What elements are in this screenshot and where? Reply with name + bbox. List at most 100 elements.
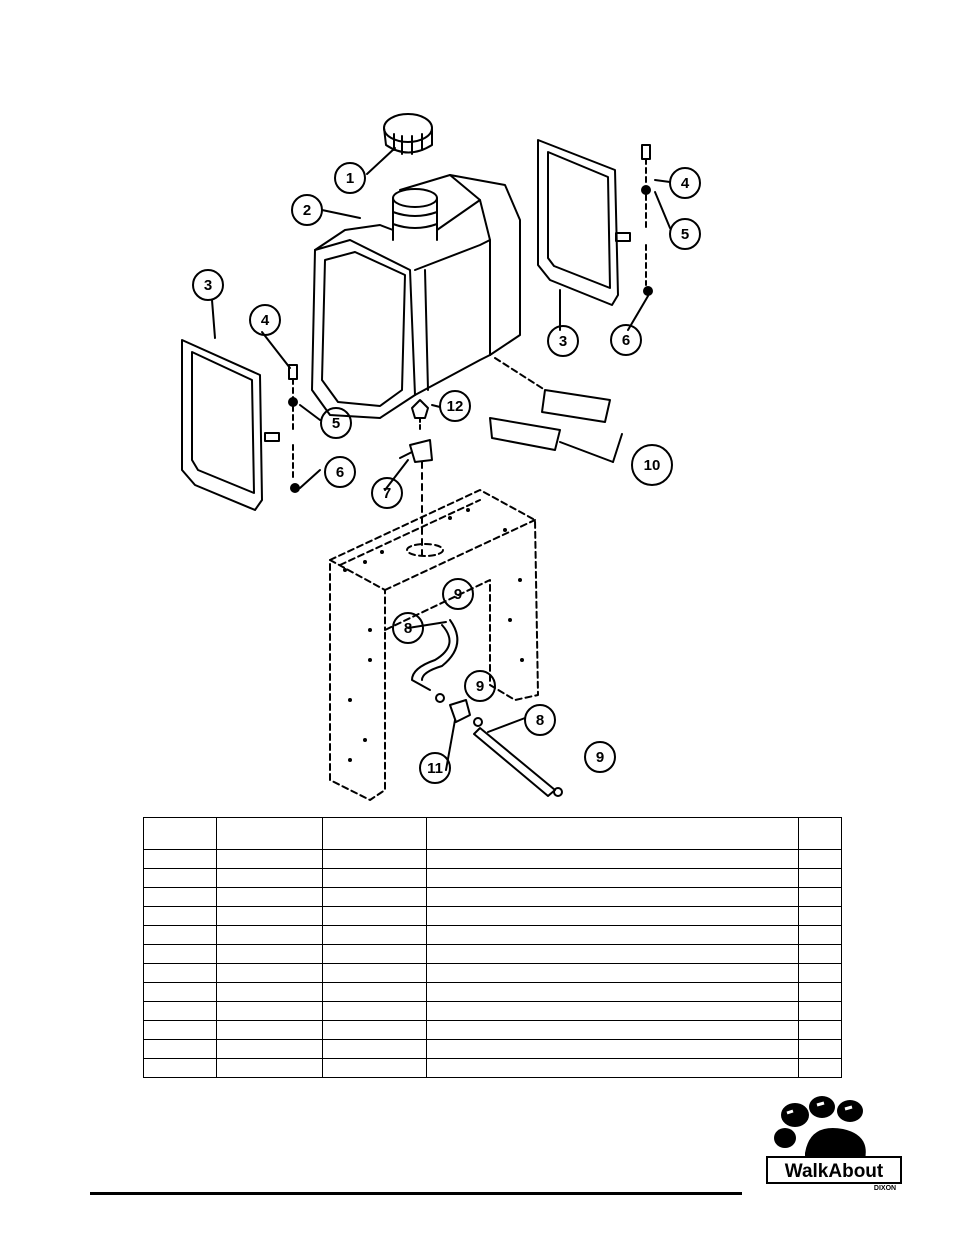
frame-holes — [343, 508, 524, 762]
table-cell — [426, 944, 799, 964]
table-cell — [143, 944, 217, 964]
table-cell — [426, 849, 799, 869]
table-cell — [143, 1039, 217, 1059]
table-cell — [143, 887, 217, 907]
table-cell — [426, 887, 799, 907]
table-cell — [216, 1058, 323, 1078]
table-cell — [216, 982, 323, 1002]
table-row — [143, 982, 842, 1002]
table-cell — [143, 1058, 217, 1078]
callout-4-left: 4 — [261, 312, 270, 329]
table-cell — [798, 963, 842, 983]
filler-neck-part — [392, 188, 438, 241]
table-row — [143, 925, 842, 945]
callout-12: 12 — [447, 398, 464, 415]
table-row — [143, 963, 842, 983]
callout-6-right: 6 — [622, 332, 630, 349]
table-cell — [216, 944, 323, 964]
callout-5-right: 5 — [681, 226, 689, 243]
logo-subtext: DIXON — [874, 1185, 896, 1192]
table-cell — [216, 887, 323, 907]
table-row — [143, 849, 842, 869]
table-cell — [143, 1020, 217, 1040]
hardware-right — [615, 144, 653, 296]
left-tank-pad-part — [181, 339, 263, 511]
callouts — [192, 147, 701, 784]
fuel-cap-part — [383, 113, 433, 155]
table-cell — [216, 925, 323, 945]
table-cell — [798, 1039, 842, 1059]
table-cell — [322, 1001, 427, 1021]
table-cell — [216, 868, 323, 888]
table-cell — [426, 1058, 799, 1078]
table-cell — [216, 817, 323, 850]
footer-rule — [90, 1192, 742, 1195]
table-cell — [143, 849, 217, 869]
table-cell — [143, 817, 217, 850]
fuel-tank-part — [311, 174, 521, 419]
table-row — [143, 868, 842, 888]
table-cell — [216, 849, 323, 869]
table-cell — [216, 906, 323, 926]
table-cell — [798, 1058, 842, 1078]
table-row — [143, 1039, 842, 1059]
callout-8-lower: 8 — [536, 712, 544, 729]
table-cell — [143, 906, 217, 926]
table-cell — [216, 1039, 323, 1059]
callout-3-left: 3 — [204, 277, 212, 294]
right-tank-pad-part — [537, 139, 619, 306]
table-cell — [322, 982, 427, 1002]
paw-print-icon — [774, 1096, 866, 1159]
table-cell — [426, 1020, 799, 1040]
table-cell — [798, 982, 842, 1002]
callout-9-middle: 9 — [476, 678, 484, 695]
table-cell — [426, 906, 799, 926]
table-cell — [798, 817, 842, 850]
tank-strips-part — [489, 357, 611, 451]
table-cell — [798, 906, 842, 926]
table-cell — [143, 868, 217, 888]
table-cell — [798, 887, 842, 907]
table-cell — [322, 944, 427, 964]
table-cell — [798, 944, 842, 964]
table-cell — [426, 1001, 799, 1021]
table-row — [143, 887, 842, 907]
table-cell — [322, 849, 427, 869]
callout-7: 7 — [383, 485, 391, 502]
table-cell — [143, 963, 217, 983]
table-cell — [322, 963, 427, 983]
table-cell — [426, 817, 799, 850]
callout-2: 2 — [303, 202, 311, 219]
table-row — [143, 1058, 842, 1078]
table-cell — [426, 963, 799, 983]
table-row — [143, 906, 842, 926]
table-cell — [798, 849, 842, 869]
frame-bracket-part — [329, 489, 539, 801]
table-header-row — [143, 817, 842, 850]
table-cell — [426, 982, 799, 1002]
table-row — [143, 1020, 842, 1040]
parts-list-table — [143, 817, 842, 1078]
table-cell — [322, 868, 427, 888]
table-cell — [322, 887, 427, 907]
callout-11: 11 — [427, 760, 443, 777]
table-cell — [216, 1020, 323, 1040]
table-cell — [322, 1058, 427, 1078]
table-cell — [322, 906, 427, 926]
logo-wordmark: WalkAbout — [785, 1161, 884, 1182]
hardware-left — [264, 364, 300, 493]
callout-9-bottom: 9 — [596, 749, 604, 766]
table-cell — [426, 1039, 799, 1059]
fuel-hoses-part — [411, 619, 563, 797]
table-cell — [798, 1020, 842, 1040]
callout-9-top: 9 — [454, 586, 462, 603]
walkabout-logo: WalkAbout DIXON — [765, 1093, 905, 1193]
table-cell — [426, 925, 799, 945]
table-cell — [322, 817, 427, 850]
callout-4-right: 4 — [681, 175, 690, 192]
table-cell — [216, 963, 323, 983]
exploded-parts-diagram: 1 2 3 4 5 6 3 4 5 6 7 8 8 9 9 9 10 11 12 — [150, 100, 730, 810]
table-cell — [143, 1001, 217, 1021]
callout-5-left: 5 — [332, 415, 340, 432]
table-cell — [143, 982, 217, 1002]
